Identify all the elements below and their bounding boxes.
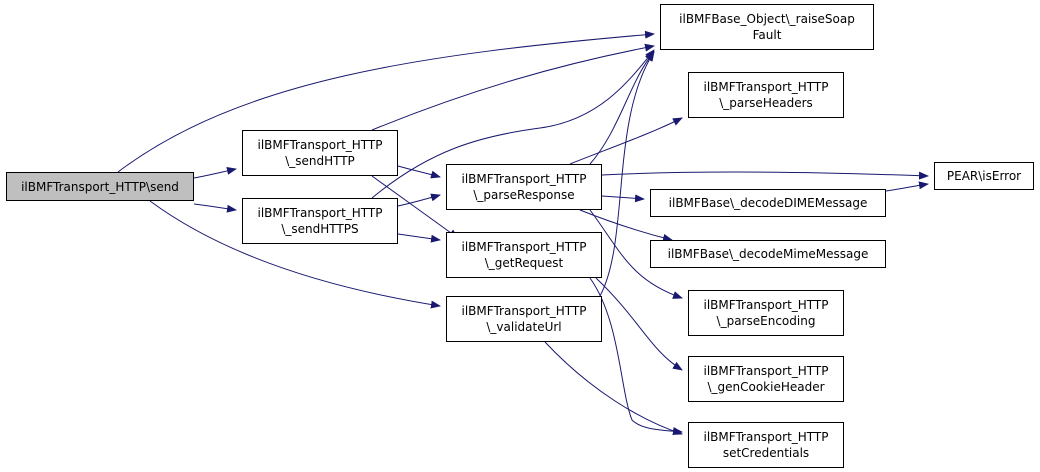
node-label-line: ilBMFTransport_HTTP — [461, 172, 587, 186]
node-label-line: ilBMFTransport_HTTP — [461, 304, 587, 318]
edge-validateUrl-to-raiseSoapFault — [599, 51, 655, 297]
node-is-error[interactable]: PEAR\isError — [934, 162, 1034, 190]
node-parse-headers[interactable]: ilBMFTransport_HTTP \_parseHeaders — [688, 72, 844, 118]
node-label-line: ilBMFTransport_HTTP — [703, 80, 829, 94]
node-label-line: Fault — [752, 28, 782, 42]
node-set-credentials[interactable]: ilBMFTransport_HTTP setCredentials — [688, 422, 844, 468]
edge-sendHTTPS-to-parseResponse — [397, 193, 441, 207]
edge-getRequest-to-genCookieHeader — [595, 277, 683, 371]
edge-parseResponse-to-parseEncoding — [589, 209, 683, 299]
node-get-request[interactable]: ilBMFTransport_HTTP \_getRequest — [446, 232, 602, 278]
edge-parseResponse-to-isError — [601, 171, 929, 180]
edge-send-to-validateUrl — [149, 200, 441, 309]
edge-validateUrl-to-setCredentials — [544, 341, 683, 435]
node-parse-encoding[interactable]: ilBMFTransport_HTTP \_parseEncoding — [688, 290, 844, 336]
node-decode-dime-message[interactable]: ilBMFBase\_decodeDIMEMessage — [650, 189, 886, 217]
edge-parseResponse-to-parseHeaders — [569, 117, 683, 165]
edge-parseResponse-to-decodeDIMEMessage — [601, 194, 645, 203]
node-label-line: ilBMFTransport_HTTP — [703, 430, 829, 444]
edge-decodeDIMEMessage-to-isError — [885, 181, 929, 192]
edge-sendHTTPS-to-getRequest — [397, 233, 441, 243]
node-label-line: ilBMFBase_Object\_raiseSoap — [679, 12, 855, 26]
node-label-line: \_validateUrl — [486, 320, 562, 334]
node-label-line: ilBMFTransport_HTTP — [257, 138, 383, 152]
edge-sendHTTP-to-getRequest — [371, 175, 459, 239]
node-send-http[interactable]: ilBMFTransport_HTTP \_sendHTTP — [242, 130, 398, 176]
node-parse-response[interactable]: ilBMFTransport_HTTP \_parseResponse — [446, 164, 602, 210]
edge-sendHTTPS-to-raiseSoapFault — [371, 49, 655, 199]
edge-send-to-sendHTTP — [193, 166, 237, 179]
node-label-line: ilBMFTransport_HTTP — [257, 206, 383, 220]
edge-parseResponse-to-decodeMimeMessage — [579, 209, 673, 242]
edge-send-to-raiseSoapFault — [117, 30, 655, 173]
edge-send-to-sendHTTPS — [193, 203, 237, 213]
node-label-line: ilBMFTransport_HTTP — [703, 298, 829, 312]
node-label-line: \_parseResponse — [473, 188, 575, 202]
node-gen-cookie-header[interactable]: ilBMFTransport_HTTP \_genCookieHeader — [688, 356, 844, 402]
node-label-line: setCredentials — [722, 446, 810, 460]
node-label-line: ilBMFBase\_decodeMimeMessage — [667, 247, 869, 261]
node-label-line: ilBMFTransport_HTTP\send — [21, 179, 179, 194]
edge-sendHTTP-to-raiseSoapFault — [371, 43, 655, 131]
node-decode-mime-message[interactable]: ilBMFBase\_decodeMimeMessage — [650, 240, 886, 268]
node-label-line: \_parseEncoding — [716, 314, 816, 328]
node-label-line: \_genCookieHeader — [707, 380, 825, 394]
node-validate-url[interactable]: ilBMFTransport_HTTP \_validateUrl — [446, 296, 602, 342]
node-label-line: \_sendHTTPS — [281, 222, 359, 236]
node-label-line: ilBMFTransport_HTTP — [461, 240, 587, 254]
edge-sendHTTP-to-parseResponse — [397, 165, 441, 179]
edge-getRequest-to-setCredentials — [589, 277, 683, 436]
node-label-line: \_getRequest — [484, 256, 564, 270]
node-send-https[interactable]: ilBMFTransport_HTTP \_sendHTTPS — [242, 198, 398, 244]
node-label-line: ilBMFTransport_HTTP — [703, 364, 829, 378]
node-label-line: ilBMFBase\_decodeDIMEMessage — [668, 196, 868, 210]
node-label-line: \_parseHeaders — [719, 96, 813, 110]
node-send[interactable]: ilBMFTransport_HTTP\send — [6, 172, 194, 201]
node-label-line: \_sendHTTP — [285, 154, 355, 168]
node-label-line: PEAR\isError — [946, 169, 1022, 183]
